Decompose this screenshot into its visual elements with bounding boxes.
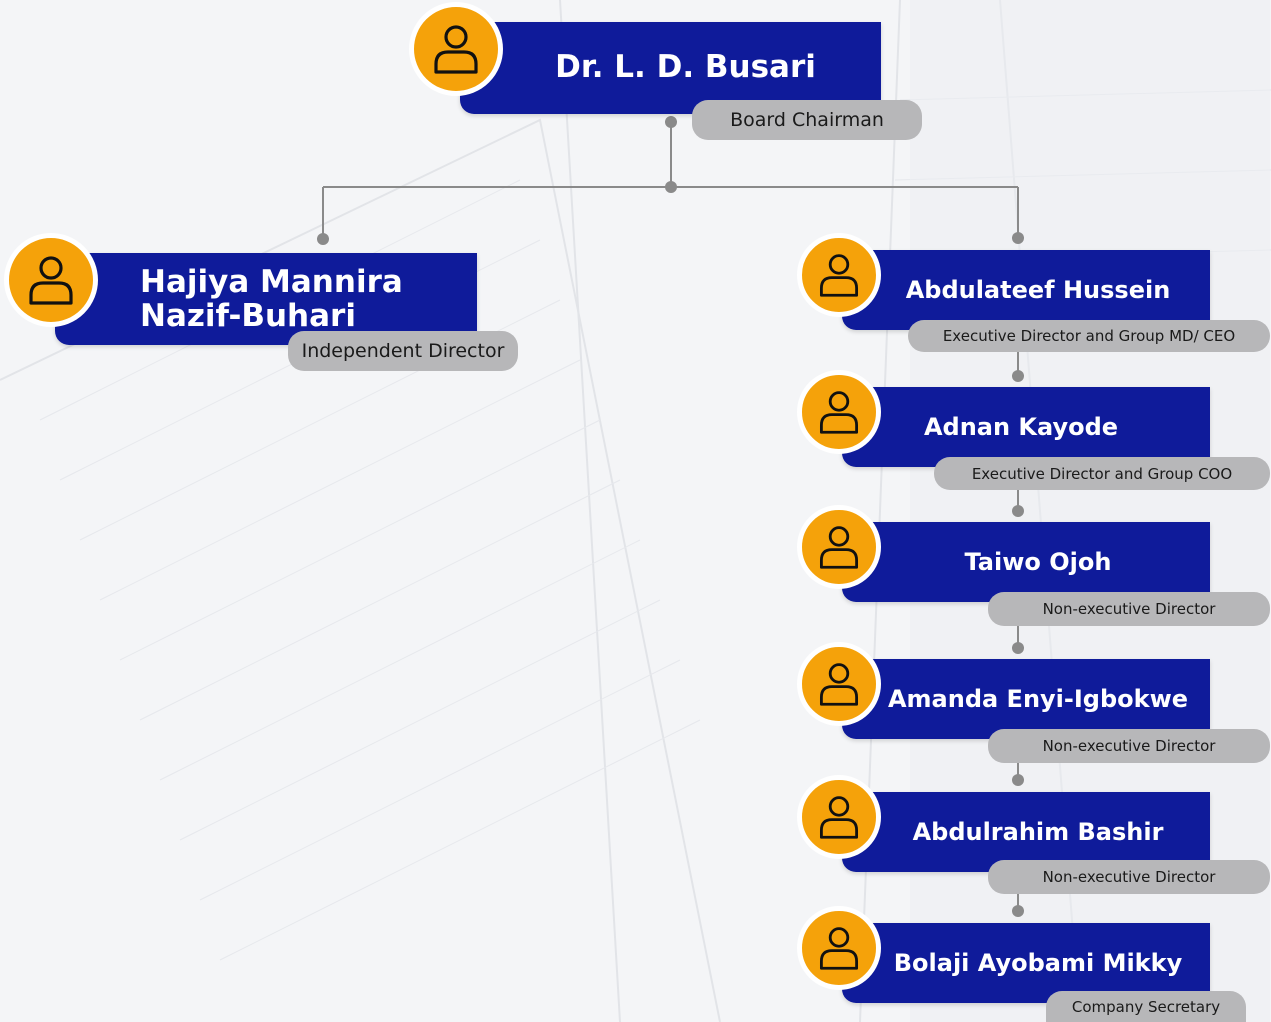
- name-bar: Abdulateef Hussein: [842, 250, 1210, 330]
- role-pill: Non-executive Director: [988, 860, 1270, 894]
- role-pill: Executive Director and Group MD/ CEO: [908, 320, 1270, 352]
- person-name: Amanda Enyi-Igbokwe: [887, 684, 1189, 713]
- person-icon: [797, 370, 881, 454]
- person-name: Taiwo Ojoh: [964, 547, 1112, 576]
- person-icon: [797, 775, 881, 859]
- person-name: Adnan Kayode: [923, 412, 1119, 441]
- person-name: Hajiya Mannira Nazif-Buhari: [140, 263, 403, 334]
- name-bar: Bolaji Ayobami Mikky: [842, 923, 1210, 1003]
- person-icon: [797, 906, 881, 990]
- person-icon: [409, 2, 503, 96]
- person-icon: [797, 642, 881, 726]
- role-pill: Company Secretary: [1046, 991, 1246, 1022]
- name-bar: Hajiya Mannira Nazif-Buhari: [55, 253, 477, 345]
- name-bar: Taiwo Ojoh: [842, 522, 1210, 602]
- role-pill: Non-executive Director: [988, 729, 1270, 763]
- person-name: Bolaji Ayobami Mikky: [893, 948, 1183, 977]
- person-icon: [797, 233, 881, 317]
- role-pill: Board Chairman: [692, 100, 922, 140]
- name-bar: Abdulrahim Bashir: [842, 792, 1210, 872]
- role-pill: Executive Director and Group COO: [934, 457, 1270, 490]
- person-name: Abdulrahim Bashir: [912, 817, 1164, 846]
- person-name: Abdulateef Hussein: [905, 275, 1171, 304]
- person-icon: [4, 233, 98, 327]
- role-pill: Non-executive Director: [988, 592, 1270, 626]
- person-name: Dr. L. D. Busari: [555, 49, 816, 86]
- person-icon: [797, 505, 881, 589]
- role-pill: Independent Director: [288, 331, 518, 371]
- name-bar: Dr. L. D. Busari: [460, 22, 881, 114]
- name-bar: Amanda Enyi-Igbokwe: [842, 659, 1210, 739]
- name-bar: Adnan Kayode: [842, 387, 1210, 467]
